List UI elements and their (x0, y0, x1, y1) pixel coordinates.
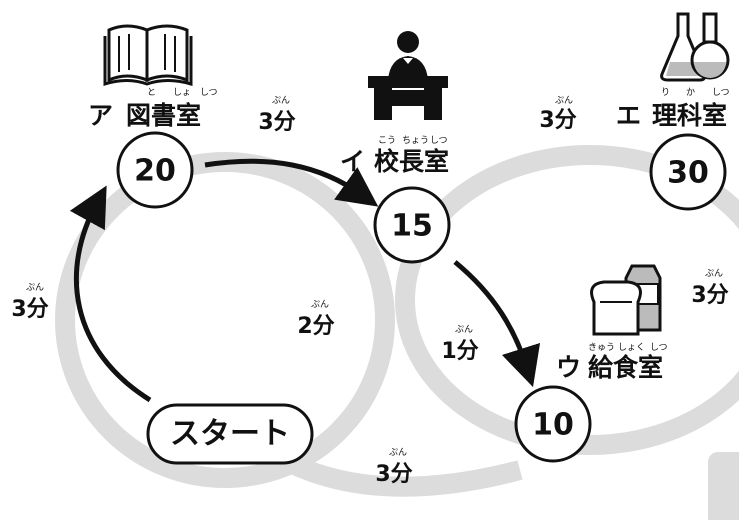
principal-name: 校長室 (374, 147, 449, 176)
library-name: 図書室 (126, 101, 201, 130)
library-ruby-3: しつ (200, 87, 217, 98)
kitchen-name: 給食室 (588, 353, 663, 382)
time-label: 3分 (539, 108, 576, 133)
edge-time-start-principal: ぷん 2分 (297, 299, 334, 339)
science-ruby-1: り (661, 87, 670, 98)
book-icon (103, 24, 193, 87)
arrow-library-to-principal (204, 158, 379, 207)
kitchen-value: 10 (532, 408, 574, 443)
time-label: 3分 (258, 110, 295, 135)
time-ruby: ぷん (272, 95, 290, 106)
kitchen-circle (514, 385, 592, 463)
start-node: スタート (146, 403, 314, 465)
route-loop-right (395, 145, 739, 455)
principal-ruby-3: しつ (430, 135, 447, 146)
place-science: り か しつ エ 理科室 30 (616, 87, 729, 211)
science-ruby-3: しつ (712, 87, 729, 98)
edge-time-principal-kitchen: ぷん 1分 (441, 324, 478, 364)
principal-desk-icon (368, 31, 448, 120)
place-kitchen: きゅう しょく しつ ウ 給食室 10 (514, 342, 667, 463)
start-pill (146, 403, 314, 465)
bread-milk-icon (590, 264, 662, 336)
principal-ruby-2: ちょう (402, 135, 429, 146)
time-label: 2分 (297, 314, 334, 339)
principal-value: 15 (391, 209, 433, 244)
time-label: 3分 (11, 297, 48, 322)
kitchen-ruby-2: しょく (618, 342, 645, 353)
edge-time-principal-science: ぷん 3分 (539, 95, 576, 133)
science-name: 理科室 (652, 101, 727, 130)
kitchen-ruby-3: しつ (650, 342, 667, 353)
time-label: 3分 (375, 462, 412, 487)
arrow-principal-to-kitchen (453, 260, 541, 388)
time-ruby: ぷん (705, 268, 723, 279)
principal-ruby-1: こう (378, 135, 396, 146)
science-letter: エ (616, 101, 641, 130)
time-label: 1分 (441, 339, 478, 364)
library-circle (116, 131, 194, 209)
time-ruby: ぷん (311, 299, 329, 310)
route-corner-block (708, 452, 739, 524)
time-label: 3分 (691, 283, 728, 308)
start-label: スタート (170, 417, 290, 452)
time-ruby: ぷん (389, 447, 407, 458)
time-ruby: ぷん (555, 95, 573, 106)
kitchen-ruby-1: きゅう (588, 342, 615, 353)
place-principal: こう ちょう しつ イ 校長室 15 (340, 135, 451, 264)
science-ruby-2: か (686, 87, 695, 98)
science-value: 30 (667, 156, 709, 191)
arrow-start-to-library (69, 185, 152, 403)
edge-time-start-library: ぷん 3分 (11, 282, 48, 322)
time-ruby: ぷん (26, 282, 44, 293)
edge-time-library-principal: ぷん 3分 (258, 95, 295, 135)
library-letter: ア (88, 101, 113, 130)
time-ruby: ぷん (455, 324, 473, 335)
principal-letter: イ (340, 147, 365, 176)
kitchen-letter: ウ (556, 353, 581, 382)
edge-time-science-kitchen: ぷん 3分 (691, 268, 728, 308)
library-value: 20 (134, 154, 176, 189)
library-ruby-1: と (147, 87, 156, 98)
flask-icon (660, 12, 730, 82)
science-circle (649, 133, 727, 211)
principal-circle (373, 186, 451, 264)
edge-time-start-kitchen: ぷん 3分 (375, 447, 412, 487)
place-library: と しょ しつ ア 図書室 20 (88, 87, 217, 209)
library-ruby-2: しょ (173, 87, 191, 98)
